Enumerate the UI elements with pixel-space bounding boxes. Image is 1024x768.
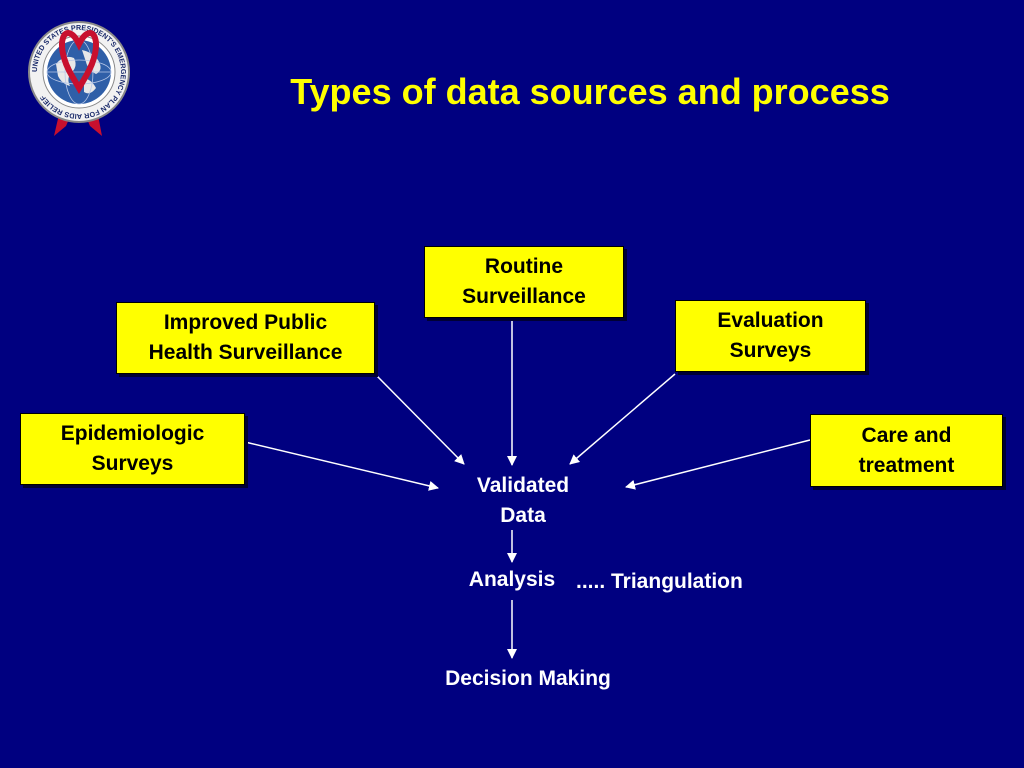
arrow-epidemiologic-to-validated bbox=[244, 441, 439, 491]
slide-title: Types of data sources and process bbox=[290, 71, 890, 112]
epidemiologic-surveys-label: Epidemiologic Surveys bbox=[60, 422, 205, 475]
improved-public-health-surveillance-label: Improved Public Health Surveillance bbox=[148, 311, 343, 364]
arrow-care-to-validated bbox=[625, 439, 811, 490]
evaluation-surveys-box: Evaluation Surveys bbox=[675, 300, 866, 372]
routine-surveillance-box: Routine Surveillance bbox=[424, 246, 624, 318]
improved-public-health-surveillance-box: Improved Public Health Surveillance bbox=[116, 302, 375, 374]
epidemiologic-surveys-box: Epidemiologic Surveys bbox=[20, 413, 245, 485]
validated-data-label: Validated Data bbox=[476, 474, 570, 527]
routine-surveillance-label: Routine Surveillance bbox=[462, 255, 586, 308]
pepfar-seal-logo: UNITED STATES PRESIDENT'S EMERGENCY PLAN… bbox=[28, 21, 130, 136]
analysis-label: Analysis bbox=[468, 568, 556, 591]
triangulation-label: ..... Triangulation bbox=[576, 570, 743, 593]
evaluation-surveys-label: Evaluation Surveys bbox=[717, 309, 824, 362]
care-and-treatment-box: Care and treatment bbox=[810, 414, 1003, 487]
arrow-evaluation-to-validated bbox=[569, 373, 676, 465]
decision-making-label: Decision Making bbox=[445, 667, 611, 690]
care-and-treatment-label: Care and treatment bbox=[858, 423, 955, 477]
arrow-improved-to-validated bbox=[374, 373, 465, 465]
